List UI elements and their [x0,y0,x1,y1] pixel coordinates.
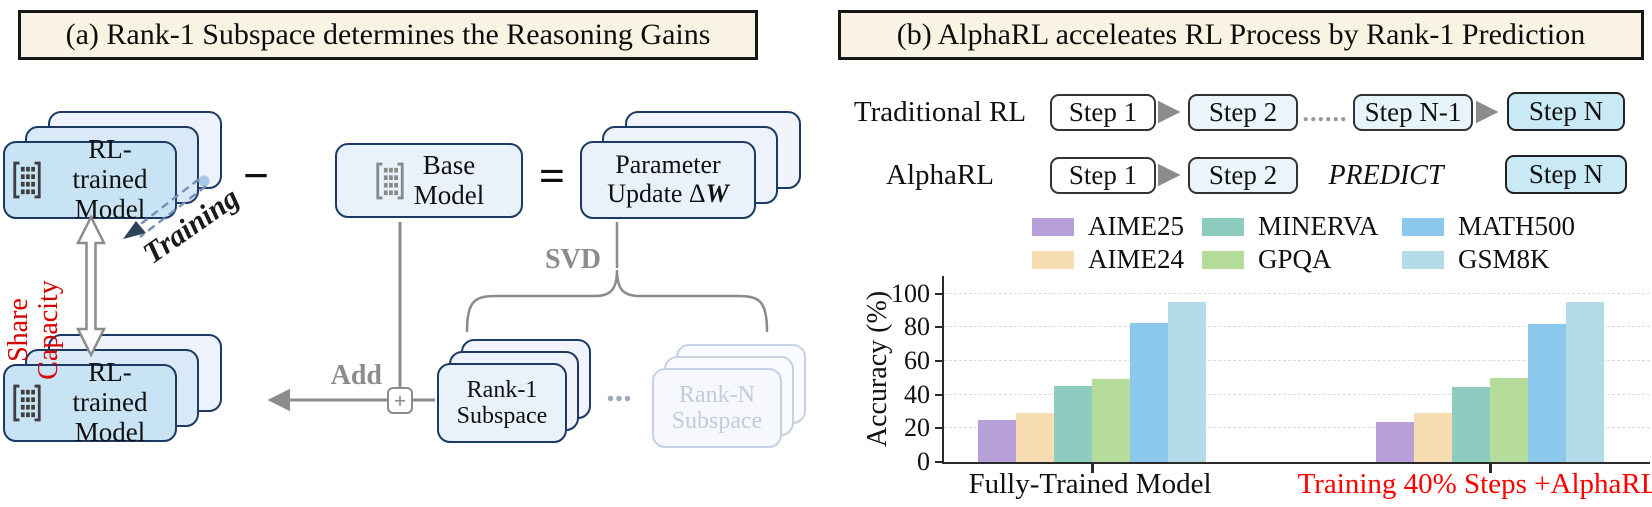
y-tick-label-0: 0 [917,447,930,476]
gridline-80 [944,326,1650,328]
y-tick-mark-0 [935,461,943,463]
panel-b-title: (b) AlphaRL acceleates RL Process by Ran… [838,10,1644,60]
subspace-ellipsis: ... [606,372,632,409]
flow-dots: ...... [1302,98,1348,127]
panel-a-title: (a) Rank-1 Subspace determines the Reaso… [18,10,758,60]
step-box-row2-2: Step 2 [1188,157,1298,194]
svd-brace [465,269,769,333]
bar-aime24-group2 [1414,413,1452,462]
matrix-icon [376,162,404,199]
legend-label-aime24: AIME24 [1088,244,1184,274]
legend-item-aime25: AIME25 [1032,211,1184,242]
matrix-icon [13,384,41,422]
step-box-row1-1: Step 1 [1050,94,1156,131]
legend-item-aime24: AIME24 [1032,244,1184,275]
legend-item-gsm8k: GSM8K [1402,244,1550,275]
y-tick-mark-40 [935,393,943,396]
bar-aime25-group1 [978,419,1016,462]
add-label: Add [330,360,382,391]
y-tick-label-80: 80 [904,312,930,342]
legend-label-math500: MATH500 [1458,211,1576,241]
y-tick-mark-100 [935,292,943,295]
legend-swatch-gsm8k [1402,250,1444,269]
bar-gsm8k-group2 [1566,301,1604,462]
bar-gpqa-group2 [1490,377,1528,462]
y-tick-mark-80 [935,326,943,329]
step-box-row2-1: Step 1 [1050,157,1156,194]
step-box-row2-n: Step N [1505,155,1627,194]
y-tick-mark-20 [935,427,943,430]
gridline-40 [944,393,1650,395]
legend-swatch-gpqa [1202,250,1244,269]
predict-label: PREDICT [1328,160,1444,191]
y-tick-label-20: 20 [904,413,930,443]
legend-swatch-aime25 [1032,217,1074,236]
traditional-rl-label: Traditional RL [853,96,1027,128]
x-category-label-2: Training 40% Steps +AlphaRL [1297,468,1652,500]
gridline-100 [944,292,1650,294]
param-update-card: Parameter Update ΔW [580,141,756,219]
svd-label: SVD [544,244,601,275]
legend-item-gpqa: GPQA [1202,244,1332,275]
gridline-20 [944,427,1650,429]
y-tick-label-100: 100 [891,278,930,308]
matrix-icon [13,161,41,199]
bar-math500-group1 [1130,323,1168,462]
legend-item-minerva: MINERVA [1202,211,1378,242]
x-category-label-1: Fully-Trained Model [968,468,1212,500]
bar-aime24-group1 [1016,413,1054,462]
minus-operator: − [242,149,270,201]
legend-item-math500: MATH500 [1402,211,1575,242]
step-box-row1-2: Step 2 [1188,94,1298,131]
legend-label-gpqa: GPQA [1258,244,1332,274]
y-tick-mark-60 [935,359,943,362]
legend-swatch-minerva [1202,217,1244,236]
alpharl-label: AlphaRL [886,159,994,191]
x-tick-mark-1 [1489,464,1492,473]
bar-gsm8k-group1 [1168,301,1206,462]
y-axis-label: Accuracy (%) [862,290,893,448]
step-box-row1-n: Step N [1507,92,1625,131]
y-tick-label-40: 40 [904,379,930,409]
bar-gpqa-group1 [1092,379,1130,462]
legend-label-aime25: AIME25 [1088,211,1184,241]
equals-operator: = [538,149,566,201]
legend-label-minerva: MINERVA [1258,211,1379,241]
bar-minerva-group2 [1452,387,1490,462]
legend-swatch-math500 [1402,217,1444,236]
bar-aime25-group2 [1376,421,1414,462]
gridline-60 [944,359,1650,361]
x-tick-mark-0 [1091,464,1094,473]
bar-minerva-group1 [1054,386,1092,462]
bar-math500-group2 [1528,323,1566,462]
share-capacity-label: Share Capacity [3,280,65,380]
param-update-card-label: Parameter Update ΔW [607,150,729,208]
y-tick-label-60: 60 [904,345,930,375]
legend-swatch-aime24 [1032,250,1074,269]
step-box-row1-n1: Step N-1 [1353,94,1473,131]
legend-label-gsm8k: GSM8K [1458,244,1550,274]
add-plus-box: + [387,387,413,414]
